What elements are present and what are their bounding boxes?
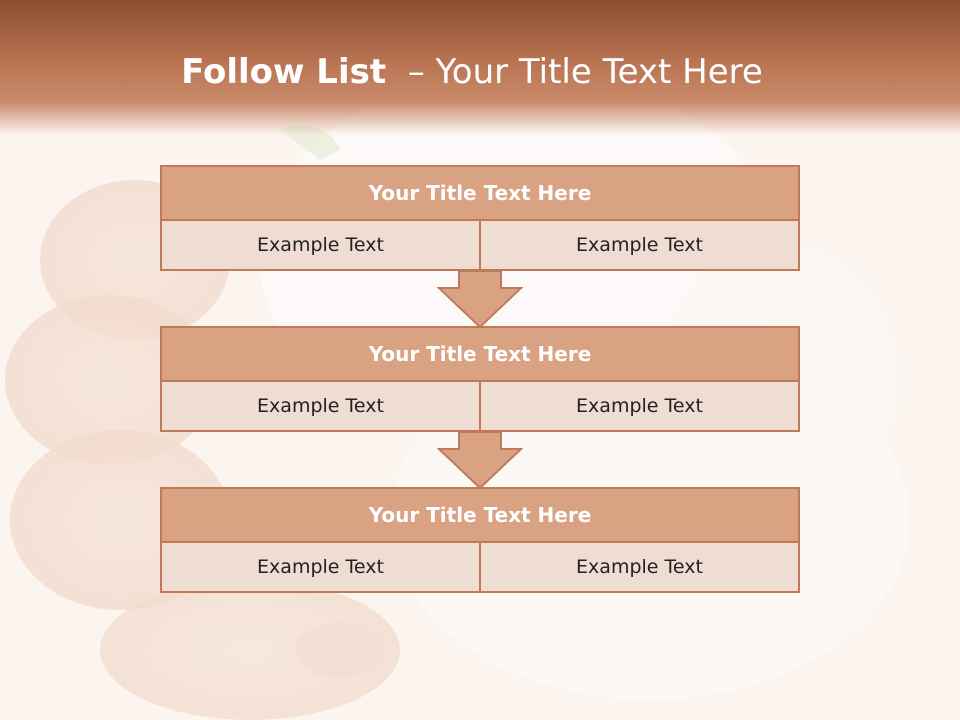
step-block-2: Your Title Text Here Example Text Exampl… [160, 326, 800, 432]
step-cell-left: Example Text [160, 382, 481, 432]
step-row: Example Text Example Text [160, 382, 800, 432]
step-cell-left: Example Text [160, 221, 481, 271]
step-cell-left: Example Text [160, 543, 481, 593]
step-title: Your Title Text Here [160, 326, 800, 382]
header-band [0, 0, 960, 135]
slide-title-rest: – Your Title Text Here [386, 52, 763, 92]
step-row: Example Text Example Text [160, 221, 800, 271]
step-block-1: Your Title Text Here Example Text Exampl… [160, 165, 800, 271]
slide-title: Follow List – Your Title Text Here [0, 52, 944, 92]
down-arrow-icon [437, 431, 523, 489]
step-title: Your Title Text Here [160, 165, 800, 221]
step-row: Example Text Example Text [160, 543, 800, 593]
step-block-3: Your Title Text Here Example Text Exampl… [160, 487, 800, 593]
down-arrow-icon [437, 270, 523, 328]
step-title: Your Title Text Here [160, 487, 800, 543]
step-cell-right: Example Text [481, 382, 800, 432]
step-cell-right: Example Text [481, 543, 800, 593]
step-cell-right: Example Text [481, 221, 800, 271]
slide-title-bold: Follow List [181, 52, 387, 92]
